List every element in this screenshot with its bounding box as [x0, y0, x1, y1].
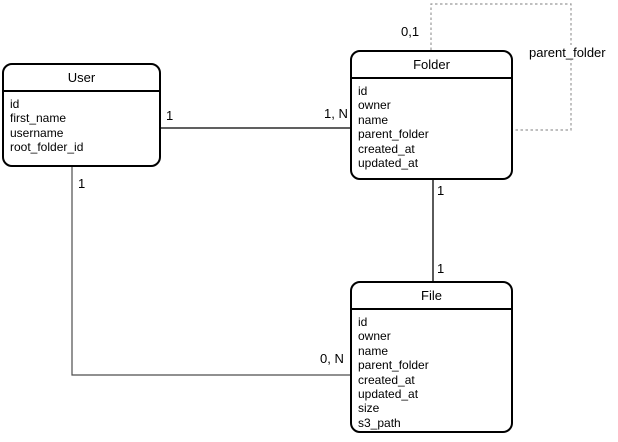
edge-label-folder-file-source[interactable]: 1: [437, 183, 445, 198]
field-row: name: [358, 343, 389, 358]
entity-folder-title: Folder: [352, 52, 511, 79]
field-row: parent_folder: [358, 127, 429, 142]
edge-label-folder-parent-name[interactable]: parent_folder: [529, 45, 606, 60]
edge-label-user-folder-target[interactable]: 1, N: [324, 106, 348, 121]
field-row: parent_folder: [358, 358, 429, 373]
field-row: id: [358, 84, 368, 98]
entity-user-title: User: [4, 65, 159, 92]
edge-user-file[interactable]: [71, 167, 350, 376]
edge-label-folder-file-target[interactable]: 1: [437, 261, 445, 276]
field-row: s3_path: [358, 415, 401, 430]
field-row: size: [358, 401, 380, 416]
edge-label-user-folder-source[interactable]: 1: [166, 108, 174, 123]
field-row: owner: [358, 329, 391, 344]
field-row: id: [10, 97, 20, 111]
edge-label-user-file-target[interactable]: 0, N: [320, 351, 344, 366]
field-row: owner: [358, 98, 391, 113]
field-row: name: [358, 112, 389, 127]
entity-folder[interactable]: Folder id owner name parent_folder creat…: [350, 50, 513, 180]
field-row: created_at: [358, 372, 415, 387]
field-row: updated_at: [358, 156, 419, 171]
field-row: root_folder_id: [10, 140, 84, 155]
entity-folder-fields: id owner name parent_folder created_at u…: [352, 79, 511, 170]
entity-user[interactable]: User id first_name username root_folder_…: [2, 63, 161, 167]
entity-file-title: File: [352, 283, 511, 310]
field-row: created_at: [358, 141, 415, 156]
field-row: first_name: [10, 111, 67, 126]
entity-file[interactable]: File id owner name parent_folder created…: [350, 281, 513, 433]
field-row: id: [358, 315, 368, 329]
field-row: updated_at: [358, 387, 419, 402]
edge-folder-parent-self-reference[interactable]: [430, 3, 572, 131]
edge-label-user-file-source[interactable]: 1: [78, 176, 86, 191]
edge-label-folder-parent-cardinality[interactable]: 0,1: [401, 24, 420, 39]
field-row: username: [10, 125, 64, 140]
entity-file-fields: id owner name parent_folder created_at u…: [352, 310, 511, 430]
entity-user-fields: id first_name username root_folder_id: [4, 92, 159, 155]
